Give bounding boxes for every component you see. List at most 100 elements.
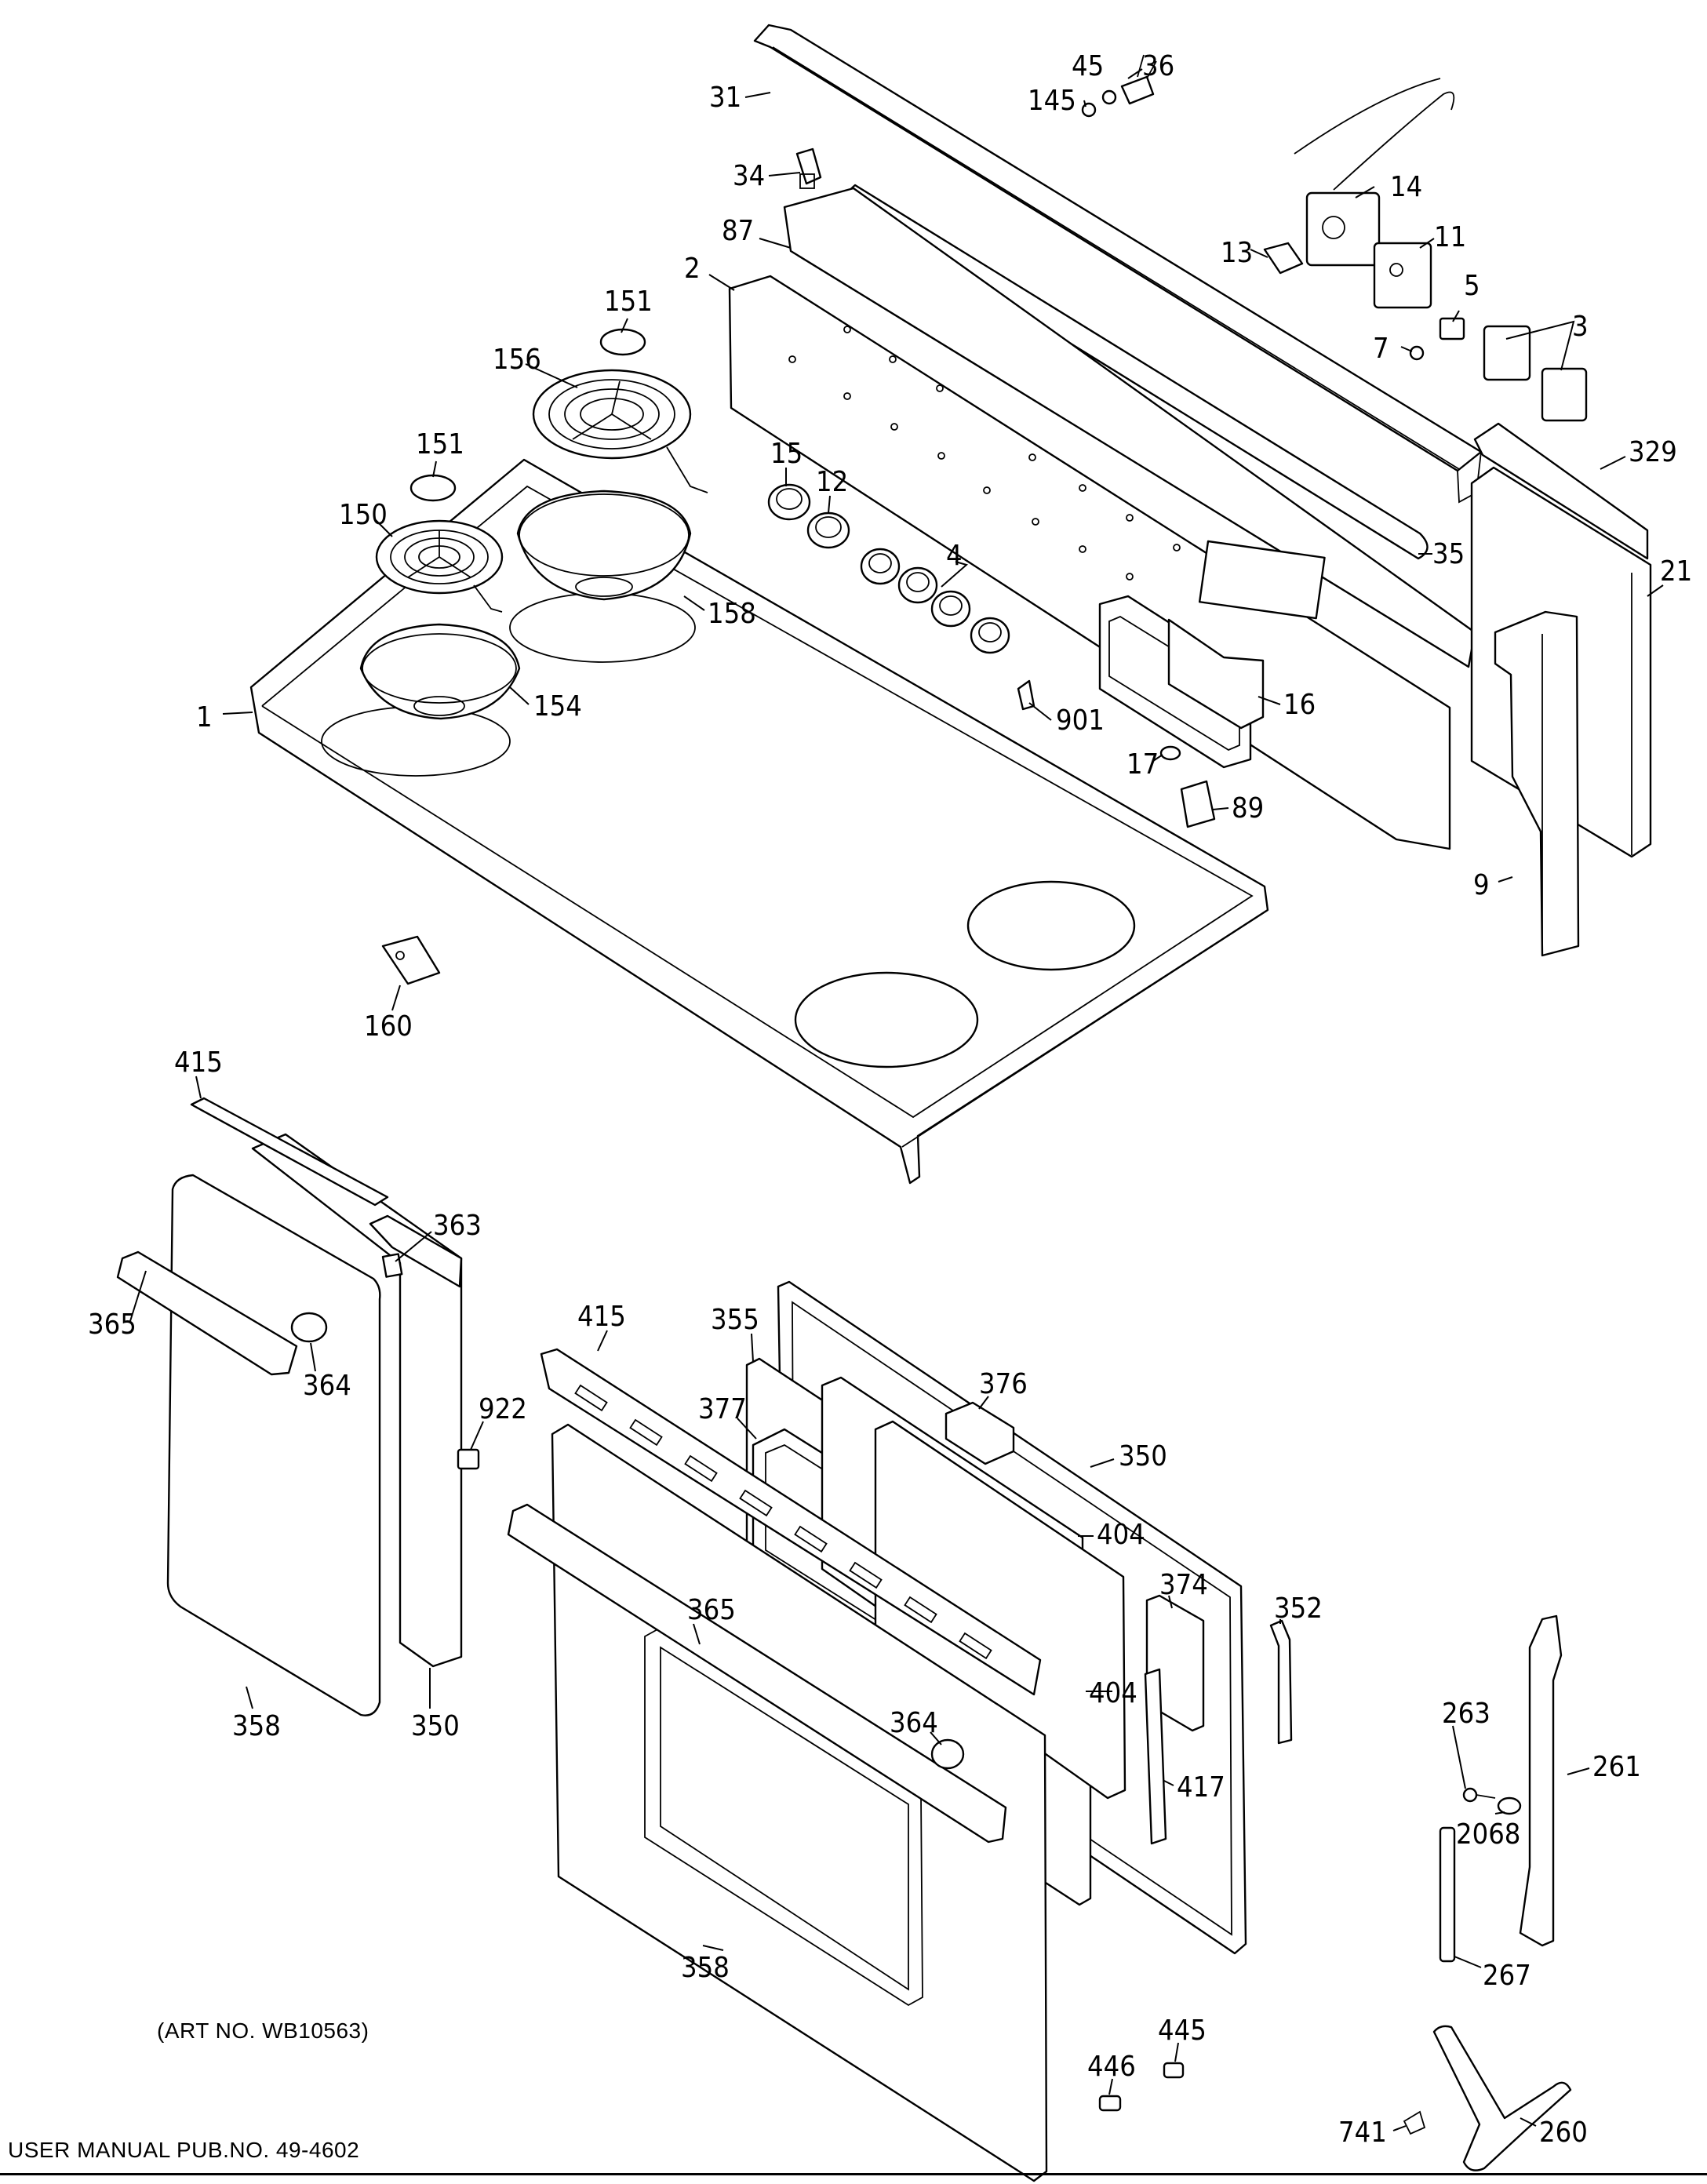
callout-377: 377 [698, 1393, 747, 1425]
callout-364: 364 [890, 1707, 938, 1739]
lamp-holder-parts [1081, 54, 1157, 118]
door-liner-350-small [251, 1133, 463, 1668]
callout-156: 156 [493, 344, 541, 376]
leader-lines [129, 68, 1664, 2131]
drip-pan-154 [359, 623, 521, 720]
backsplash-trim-31 [753, 24, 1483, 504]
callout-154: 154 [533, 690, 582, 723]
callout-36: 36 [1142, 50, 1174, 82]
part-446 [1098, 2095, 1122, 2112]
callout-11: 11 [1434, 221, 1466, 253]
bracket-13 [1263, 242, 1304, 275]
callout-263: 263 [1442, 1698, 1490, 1730]
callout-364-small: 364 [303, 1370, 351, 1402]
callout-16: 16 [1283, 689, 1316, 721]
part-145 [1081, 102, 1097, 118]
door-panel-358-small [166, 1174, 381, 1716]
vent-slots [574, 1384, 992, 1660]
control-knob-15 [767, 483, 811, 521]
callout-13: 13 [1221, 237, 1253, 269]
callout-45: 45 [1072, 50, 1104, 82]
top-channel-415 [540, 1348, 1042, 1696]
callout-350-small: 350 [411, 1710, 460, 1742]
callout-150: 150 [339, 499, 388, 531]
hinge-lever-260 [1432, 2025, 1572, 2171]
bracket-89 [1180, 780, 1216, 828]
hinge-arm-267 [1439, 1826, 1456, 1963]
infinite-switches-3 [1483, 325, 1588, 422]
surface-unit-156 [532, 369, 708, 493]
callout-404-upper: 404 [1097, 1519, 1145, 1551]
callout-2068: 2068 [1456, 1818, 1520, 1851]
callout-417: 417 [1177, 1771, 1225, 1804]
callout-261: 261 [1592, 1751, 1641, 1783]
callout-741: 741 [1338, 2117, 1387, 2149]
callout-15: 15 [770, 438, 803, 470]
bracket-376 [944, 1401, 1015, 1465]
callout-87: 87 [722, 215, 754, 247]
callout-12: 12 [816, 466, 848, 498]
callout-352: 352 [1274, 1592, 1323, 1625]
callout-363: 363 [433, 1210, 482, 1242]
callout-151-upper: 151 [604, 286, 653, 318]
callout-404-lower: 404 [1089, 1677, 1137, 1709]
callout-9: 9 [1473, 869, 1490, 901]
callout-5: 5 [1464, 270, 1480, 302]
callout-21: 21 [1660, 555, 1692, 588]
callout-260: 260 [1539, 2117, 1588, 2149]
latch-922 [457, 1448, 480, 1470]
callout-376: 376 [979, 1368, 1028, 1400]
callout-35: 35 [1432, 538, 1465, 570]
callout-445: 445 [1158, 2015, 1207, 2047]
callout-267: 267 [1483, 1960, 1531, 1992]
handle-cap-364 [930, 1738, 965, 1770]
cap-151-lower [409, 474, 457, 502]
receptacle-160 [381, 935, 441, 985]
back-panel-329 [1473, 422, 1649, 560]
handle-365-small [116, 1250, 298, 1376]
callout-7: 7 [1373, 333, 1389, 365]
callout-89: 89 [1232, 792, 1264, 824]
bottom-rule [0, 2173, 1707, 2175]
part-45 [1101, 89, 1117, 105]
roller-2068 [1497, 1796, 1522, 1815]
callout-1: 1 [196, 701, 213, 733]
top-trim-415-small [190, 1097, 389, 1207]
lamp-7 [1409, 345, 1425, 361]
vent-duct-352 [1269, 1619, 1293, 1745]
clock-timer-16 [1098, 595, 1265, 769]
callout-158: 158 [708, 598, 756, 630]
art-number: (ART NO. WB10563) [157, 2018, 369, 2043]
cooktop-1 [249, 458, 1269, 1185]
callout-160: 160 [364, 1010, 413, 1043]
callout-2: 2 [684, 253, 701, 285]
callout-415: 415 [577, 1301, 626, 1333]
callout-145: 145 [1028, 85, 1076, 117]
callout-17: 17 [1126, 748, 1159, 781]
callout-358: 358 [681, 1952, 730, 1984]
pin-263 [1462, 1787, 1496, 1803]
callout-446: 446 [1087, 2051, 1136, 2083]
clip-363 [381, 1253, 403, 1278]
callout-labels: 31 45 36 145 34 14 87 13 11 2 5 7 3 151 … [88, 50, 1692, 2149]
callout-34: 34 [733, 160, 765, 192]
callout-355: 355 [711, 1304, 759, 1336]
control-panel-frame-2 [728, 275, 1451, 850]
control-knob-12 [806, 511, 850, 549]
drip-pan-158 [516, 490, 692, 601]
callout-922: 922 [479, 1393, 527, 1425]
surface-unit-150 [375, 519, 504, 613]
parts-445-446 [1098, 2062, 1185, 2112]
callout-365-small: 365 [88, 1309, 136, 1341]
side-bracket-9 [1494, 610, 1580, 957]
hinge-417 [1144, 1668, 1167, 1845]
spring-741 [1403, 2110, 1426, 2135]
callout-901: 901 [1056, 704, 1105, 737]
lamp-17 [1159, 745, 1181, 761]
switch-11 [1373, 242, 1432, 309]
callout-31: 31 [709, 82, 741, 114]
callout-14: 14 [1390, 171, 1422, 203]
handle-365 [507, 1503, 1007, 1844]
part-445 [1163, 2062, 1185, 2079]
callout-151-lower: 151 [416, 428, 464, 460]
